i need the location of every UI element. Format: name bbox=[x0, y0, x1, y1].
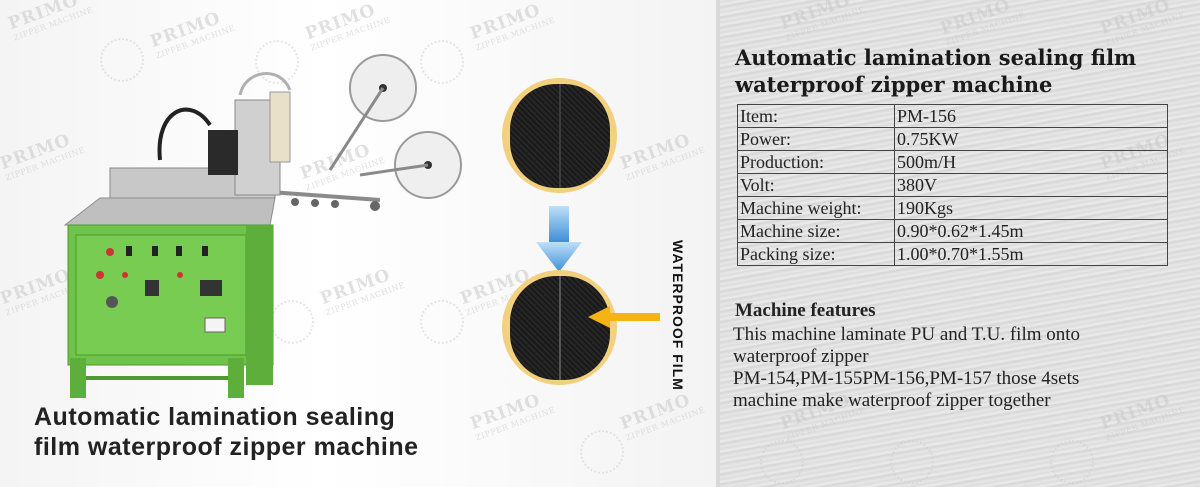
spec-key: Machine size: bbox=[737, 219, 895, 243]
table-row: Production:500m/H bbox=[737, 150, 1168, 174]
zipper-after-image bbox=[502, 270, 617, 385]
zipper-machine-illustration bbox=[63, 54, 462, 398]
spec-key: Volt: bbox=[737, 173, 895, 197]
feature-line: PM-154,PM-155PM-156,PM-157 those 4sets bbox=[733, 368, 1080, 389]
arrow-down-icon bbox=[536, 206, 582, 272]
panel-divider bbox=[716, 0, 720, 487]
table-row: Machine size:0.90*0.62*1.45m bbox=[737, 219, 1168, 243]
caption-line-2: film waterproof zipper machine bbox=[34, 433, 419, 461]
pointer-arrow-icon bbox=[588, 306, 660, 328]
caption-line-1: Automatic lamination sealing bbox=[34, 403, 396, 431]
spec-title: Automatic lamination sealing film waterp… bbox=[735, 44, 1136, 98]
zipper-before-image bbox=[502, 78, 617, 193]
spec-value: 190Kgs bbox=[894, 196, 1168, 220]
waterproof-film-label: WATERPROOF FILM bbox=[670, 240, 686, 391]
spec-key: Item: bbox=[737, 104, 895, 128]
spec-value: 380V bbox=[894, 173, 1168, 197]
spec-table: Item:PM-156 Power:0.75KW Production:500m… bbox=[737, 104, 1168, 266]
table-row: Power:0.75KW bbox=[737, 127, 1168, 151]
product-caption: Automatic lamination sealing film waterp… bbox=[34, 402, 419, 462]
spec-key: Production: bbox=[737, 150, 895, 174]
spec-key: Machine weight: bbox=[737, 196, 895, 220]
spec-value: 0.75KW bbox=[894, 127, 1168, 151]
features-heading: Machine features bbox=[735, 300, 876, 321]
feature-line: machine make waterproof zipper together bbox=[733, 390, 1051, 411]
spec-value: 0.90*0.62*1.45m bbox=[894, 219, 1168, 243]
spec-title-line-2: waterproof zipper machine bbox=[735, 72, 1053, 97]
table-row: Packing size:1.00*0.70*1.55m bbox=[737, 242, 1168, 266]
spec-value: 1.00*0.70*1.55m bbox=[894, 242, 1168, 266]
table-row: Volt:380V bbox=[737, 173, 1168, 197]
spec-key: Power: bbox=[737, 127, 895, 151]
features-text: This machine laminate PU and T.U. film o… bbox=[733, 324, 1193, 412]
spec-value: 500m/H bbox=[894, 150, 1168, 174]
spec-key: Packing size: bbox=[737, 242, 895, 266]
feature-line: waterproof zipper bbox=[733, 346, 869, 367]
feature-line: This machine laminate PU and T.U. film o… bbox=[733, 324, 1081, 345]
spec-title-line-1: Automatic lamination sealing film bbox=[735, 45, 1137, 70]
spec-value: PM-156 bbox=[894, 104, 1168, 128]
table-row: Machine weight:190Kgs bbox=[737, 196, 1168, 220]
table-row: Item:PM-156 bbox=[737, 104, 1168, 128]
